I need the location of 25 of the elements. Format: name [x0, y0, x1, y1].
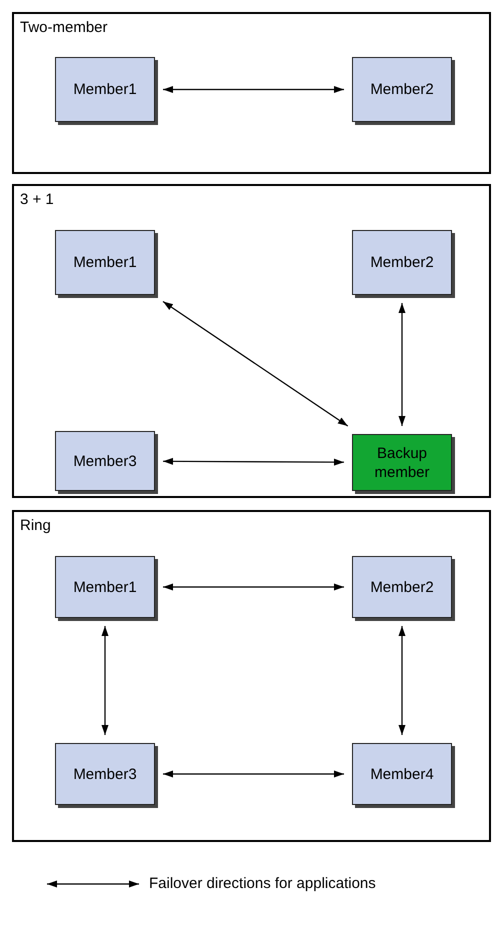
member-box: Member2: [352, 556, 452, 618]
panel-title: 3 + 1: [20, 191, 54, 208]
group-panel: [12, 184, 491, 498]
member-box: Member1: [55, 57, 155, 122]
failover-arrow: [102, 626, 108, 735]
failover-arrow: [163, 458, 344, 466]
failover-arrow: [398, 303, 406, 426]
member-box: Backup member: [352, 434, 452, 491]
failover-arrow: [163, 584, 344, 590]
failover-arrow: [398, 626, 406, 735]
group-panel: [12, 510, 491, 842]
member-box: Member2: [352, 57, 452, 122]
failover-arrow: [163, 86, 344, 93]
group-panel: [12, 12, 491, 174]
legend-text: Failover directions for applications: [149, 875, 376, 892]
member-box: Member2: [352, 230, 452, 295]
member-box: Member3: [55, 743, 155, 805]
member-box: Member1: [55, 230, 155, 295]
failover-arrow: [163, 770, 344, 778]
member-box: Member4: [352, 743, 452, 805]
member-box: Member1: [55, 556, 155, 618]
panel-title: Ring: [20, 517, 51, 534]
panel-title: Two-member: [20, 19, 108, 36]
failover-arrow: [162, 301, 348, 426]
member-box: Member3: [55, 431, 155, 491]
